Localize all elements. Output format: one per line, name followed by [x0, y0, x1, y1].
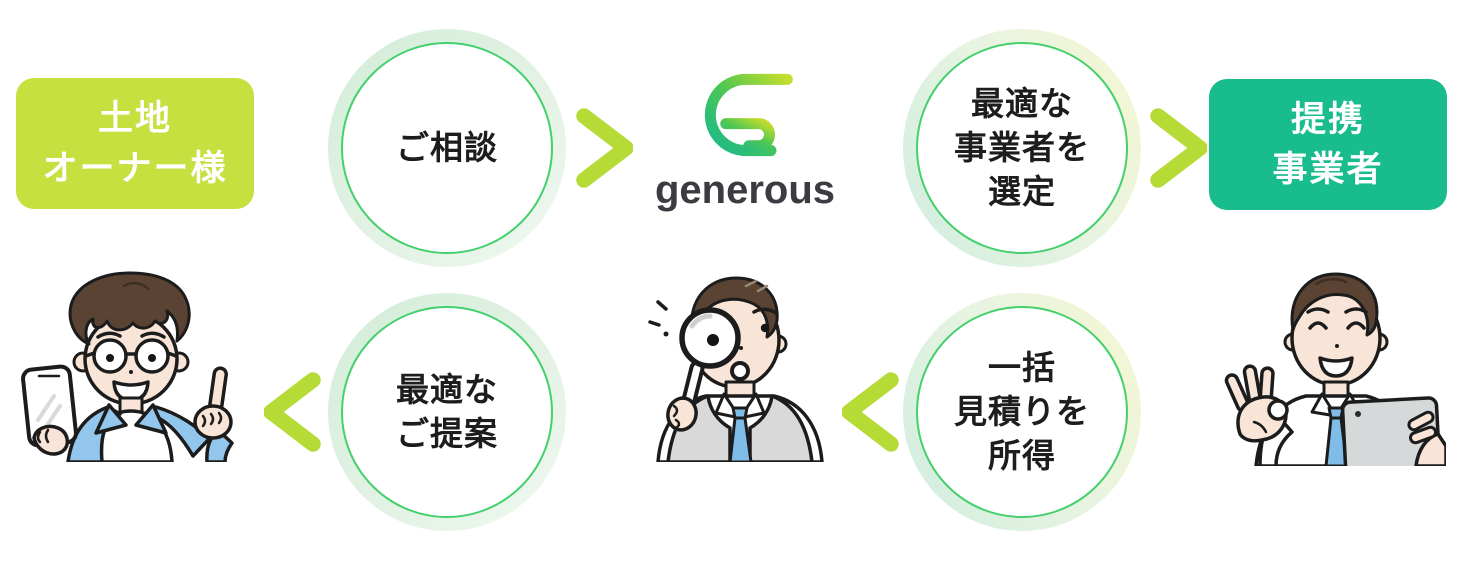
smartphone-icon [21, 364, 78, 448]
consultant-illustration [648, 276, 824, 462]
pointing-finger [193, 366, 233, 440]
partner-box-line2: 事業者 [1272, 149, 1384, 189]
magnifying-glass-icon [678, 307, 741, 422]
owner-box-line2: オーナー様 [42, 148, 228, 188]
step-quote-line1: 一括 [988, 348, 1056, 386]
step-circle-proposal-inner: 最適な ご提案 [341, 306, 553, 518]
step-select-line1: 最適な [971, 84, 1073, 122]
step-circle-select-inner: 最適な 事業者を 選定 [916, 42, 1128, 254]
step-circle-select: 最適な 事業者を 選定 [903, 29, 1141, 267]
step-quote-line2: 見積りを [954, 392, 1090, 430]
ok-hand-icon [1224, 364, 1289, 443]
tie [728, 406, 753, 462]
step-select-line3: 選定 [988, 173, 1056, 211]
generous-logo: generous [645, 64, 845, 213]
partner-illustration [1224, 272, 1446, 466]
step-circle-proposal: 最適な ご提案 [328, 293, 566, 531]
tie [1324, 406, 1349, 466]
generous-logo-icon [704, 73, 793, 157]
step-quote-line3: 所得 [988, 437, 1056, 475]
surprise-marks [648, 300, 669, 337]
owner-box: 土地 オーナー様 [16, 78, 254, 209]
step-circle-quote-inner: 一括 見積りを 所得 [916, 306, 1128, 518]
step-consult-label: ご相談 [396, 128, 498, 166]
owner-illustration [21, 271, 234, 462]
step-proposal-line2: ご提案 [396, 415, 498, 452]
partner-box-line1: 提携 [1290, 99, 1365, 139]
owner-box-line1: 土地 [97, 98, 172, 138]
partner-box: 提携 事業者 [1209, 79, 1447, 210]
generous-wordmark: generous [654, 168, 836, 212]
step-proposal-line1: 最適な [396, 370, 498, 408]
step-circle-consult-inner: ご相談 [341, 42, 553, 254]
step-select-line2: 事業者を [954, 128, 1090, 166]
step-circle-consult: ご相談 [328, 29, 566, 267]
step-circle-quote: 一括 見積りを 所得 [903, 293, 1141, 531]
